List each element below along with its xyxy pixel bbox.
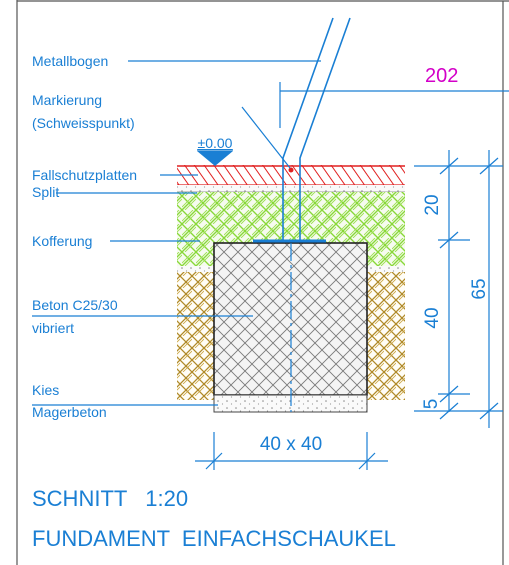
metal-tube-right — [299, 17, 351, 240]
dimension-40: 40 — [422, 307, 443, 328]
vertical-dimensions — [414, 150, 503, 428]
weld-point-marker — [288, 167, 294, 173]
dimension-5: 5 — [421, 399, 442, 410]
label-vibriert: vibriert — [32, 320, 74, 336]
title-line-1: SCHNITT 1:20 — [32, 486, 188, 511]
label-fallschutzplatten: Fallschutzplatten — [32, 167, 137, 183]
label-kies: Kies — [32, 382, 59, 398]
dimension-20: 20 — [422, 194, 443, 215]
label-beton: Beton C25/30 — [32, 297, 118, 313]
horizontal-dimension — [195, 432, 388, 470]
title-line-2: FUNDAMENT EINFACHSCHAUKEL — [32, 526, 396, 551]
dimension-plan-size: 40 x 40 — [260, 434, 322, 455]
label-kofferung: Kofferung — [32, 233, 92, 249]
level-triangle-icon — [197, 151, 233, 166]
label-magerbeton: Magerbeton — [32, 404, 107, 420]
level-label: ±0.00 — [198, 135, 233, 151]
fallschutz-layer — [177, 165, 405, 185]
leader-lines — [32, 60, 509, 406]
split-layer — [177, 185, 405, 192]
label-metallbogen: Metallbogen — [32, 53, 108, 69]
metal-tube-left — [282, 17, 334, 240]
label-schweisspunkt: (Schweisspunkt) — [32, 115, 135, 131]
label-split: Split — [32, 184, 59, 200]
reference-number: 202 — [425, 65, 458, 87]
label-markierung: Markierung — [32, 92, 102, 108]
dimension-65: 65 — [469, 278, 490, 299]
